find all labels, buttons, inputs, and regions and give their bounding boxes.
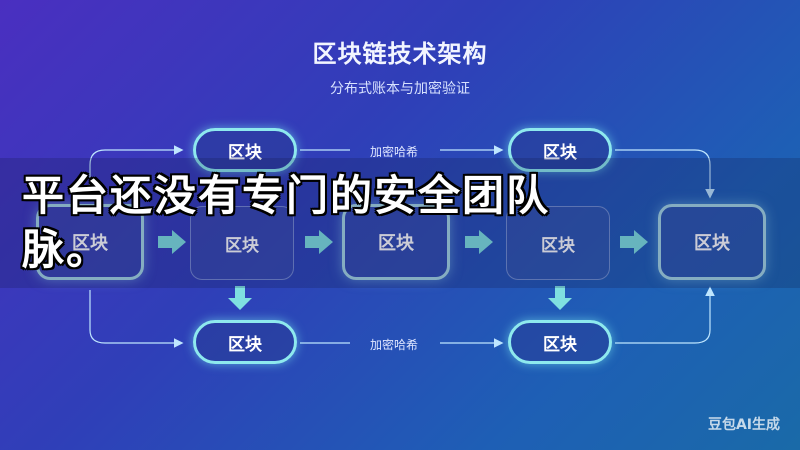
arrow-right-1 <box>158 230 186 254</box>
arrow-right-4 <box>620 230 648 254</box>
diagram-subtitle: 分布式账本与加密验证 <box>330 81 470 97</box>
connector-top-left <box>89 145 184 195</box>
block-bottom-left: 区块 <box>193 320 297 364</box>
connector-top-right <box>615 149 715 199</box>
block-row-3: 区块 <box>342 204 450 280</box>
flow-arrows <box>158 230 648 310</box>
connector-bottom-right <box>615 286 715 344</box>
block-top-left: 区块 <box>193 128 297 172</box>
block-row-2: 区块 <box>190 206 294 280</box>
caption-line-2: 脉。 <box>22 225 111 274</box>
connector-bottom-left <box>89 290 184 348</box>
block-row-5: 区块 <box>658 204 766 280</box>
arrow-right-2 <box>305 230 333 254</box>
caption-line-1: 平台还没有专门的安全团队 <box>22 171 551 220</box>
hash-label-bottom: 加密哈希 <box>370 338 419 352</box>
block-bottom-right: 区块 <box>508 320 612 364</box>
block-row-1: 区块 <box>36 204 144 280</box>
arrow-right-3 <box>465 230 493 254</box>
diagram-title: 区块链技术架构 <box>312 40 488 68</box>
arrow-down-1 <box>228 286 252 310</box>
caption-overlay-band <box>0 158 800 288</box>
block-top-right: 区块 <box>508 128 612 172</box>
arrow-down-2 <box>548 286 572 310</box>
hash-label-top: 加密哈希 <box>370 145 419 159</box>
block-row-4: 区块 <box>506 206 610 280</box>
watermark-text: 豆包AI生成 <box>707 417 780 433</box>
